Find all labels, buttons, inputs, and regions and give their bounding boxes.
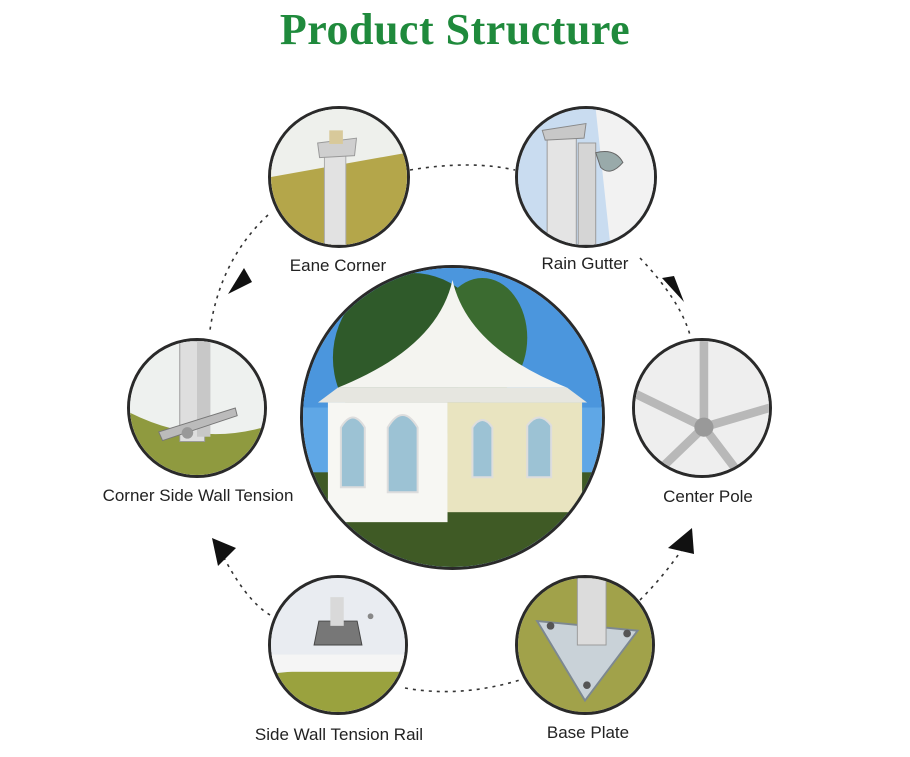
label-base-plate: Base Plate [546,723,630,742]
arrow-heads [212,268,694,566]
arrow-up-left [228,268,252,294]
label-corner-side-wall-tension: Corner Side Wall Tension [102,486,294,505]
connector-bottom [404,679,521,693]
rain-gutter-image [515,106,657,248]
arrow-lower-right [668,528,694,554]
arrow-up-right [662,276,684,302]
label-center-pole: Center Pole [663,487,753,506]
connector-upper-left [209,214,269,331]
base-plate-image [515,575,655,715]
connector-upper-right [639,257,691,336]
connector-lower-left [219,549,271,616]
label-side-wall-tension-rail: Side Wall Tension Rail [254,725,424,744]
side-wall-tension-rail-image [268,575,408,715]
arrow-lower-left [212,538,236,566]
center-pole-image [632,338,772,478]
connector-top [409,164,516,171]
label-eave-corner: Eane Corner [289,256,387,275]
corner-side-wall-tension-image [127,338,267,478]
label-rain-gutter: Rain Gutter [541,254,629,273]
page-title: Product Structure [279,5,631,54]
center-tent-image [300,265,605,570]
connector-lower-right [639,544,686,601]
eave-corner-image [268,106,410,248]
